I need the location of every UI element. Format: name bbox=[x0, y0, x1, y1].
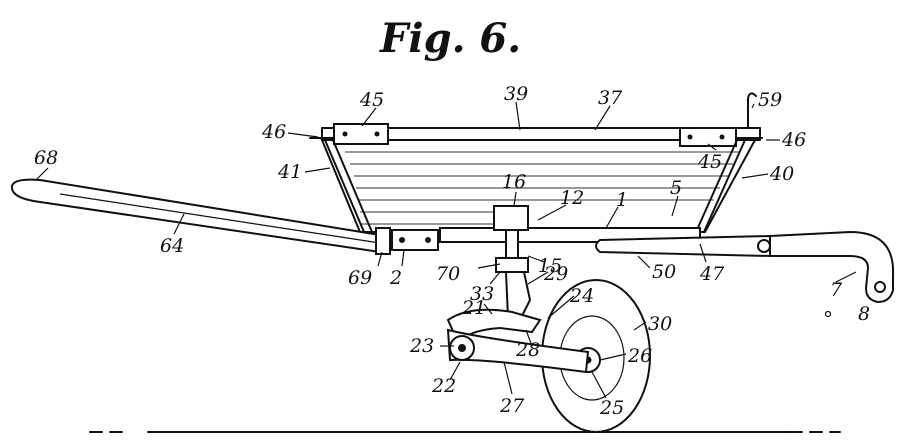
label-64: 64 bbox=[160, 235, 184, 257]
label-29: 29 bbox=[543, 263, 568, 285]
label-45-right: 45 bbox=[697, 151, 722, 173]
label-23: 23 bbox=[409, 335, 434, 357]
push-handle bbox=[12, 180, 380, 252]
label-7: 7 bbox=[830, 279, 843, 301]
label-24: 24 bbox=[569, 285, 594, 307]
label-12: 12 bbox=[560, 187, 584, 209]
label-70: 70 bbox=[436, 263, 460, 285]
latch-hook bbox=[748, 93, 756, 128]
label-27: 27 bbox=[499, 395, 525, 417]
label-46-right: 46 bbox=[781, 129, 806, 151]
label-40: 40 bbox=[769, 163, 794, 185]
label-68: 68 bbox=[34, 147, 58, 169]
label-69: 69 bbox=[348, 267, 372, 289]
label-45-left: 45 bbox=[359, 89, 384, 111]
label-25: 25 bbox=[599, 397, 624, 419]
stray-mark bbox=[826, 312, 831, 317]
label-59: 59 bbox=[758, 89, 782, 111]
label-5: 5 bbox=[670, 177, 682, 199]
handle-clamp bbox=[376, 228, 438, 254]
label-41: 41 bbox=[277, 161, 302, 183]
label-8: 8 bbox=[858, 303, 870, 325]
label-28: 28 bbox=[515, 339, 540, 361]
figure-title: Fig. 6. bbox=[379, 15, 521, 62]
label-16: 16 bbox=[502, 171, 526, 193]
label-2: 2 bbox=[389, 267, 402, 289]
label-37: 37 bbox=[598, 87, 623, 109]
label-46-left: 46 bbox=[261, 121, 286, 143]
label-22: 22 bbox=[431, 375, 456, 397]
label-21: 21 bbox=[461, 297, 486, 319]
rear-arm bbox=[596, 232, 893, 302]
label-1: 1 bbox=[616, 189, 628, 211]
label-26: 26 bbox=[627, 345, 652, 367]
label-30: 30 bbox=[648, 313, 672, 335]
label-50: 50 bbox=[652, 261, 676, 283]
label-47: 47 bbox=[699, 263, 725, 285]
label-39: 39 bbox=[504, 83, 528, 105]
